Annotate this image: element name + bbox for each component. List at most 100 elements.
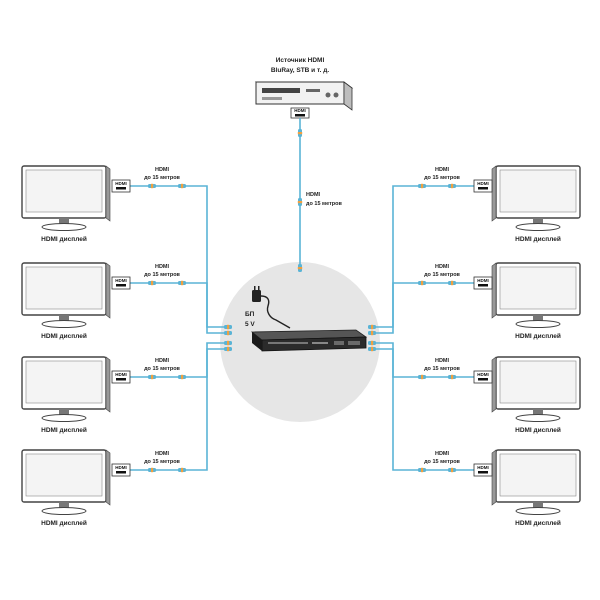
monitor-icon	[21, 356, 111, 422]
display-cable-connector-hub	[368, 324, 376, 330]
display-label: HDMI дисплей	[41, 332, 87, 340]
monitor-icon	[21, 165, 111, 231]
display-label: HDMI дисплей	[41, 426, 87, 434]
display-cable-connector	[448, 374, 456, 380]
display-cable-connector-hub	[224, 346, 232, 352]
display-cable-connector	[448, 280, 456, 286]
source-cable-connector	[297, 129, 303, 137]
display-cable-connector	[148, 374, 156, 380]
hdmi-display-left-3: HDMI дисплей HDMI HDMI до 15 метров	[21, 356, 181, 434]
hdmi-display-left-2: HDMI дисплей HDMI HDMI до 15 метров	[21, 262, 181, 340]
source-cable-label-line2: до 15 метров	[306, 201, 342, 207]
display-hdmi-port: HDMI	[111, 370, 131, 384]
svg-text:HDMI: HDMI	[115, 465, 127, 470]
power-label-line2: 5 V	[245, 321, 255, 328]
svg-text:HDMI: HDMI	[477, 278, 489, 283]
display-cable-connector-mid	[178, 280, 186, 286]
monitor-icon	[491, 165, 581, 231]
source-cable-connector-mid	[297, 198, 303, 206]
display-cable-right-4	[368, 348, 474, 471]
blu-ray-player-icon	[254, 81, 354, 111]
display-cable-label-line1: HDMI	[435, 451, 450, 457]
display-label: HDMI дисплей	[515, 332, 561, 340]
display-cable-label-line2: до 15 метров	[144, 272, 180, 278]
monitor-icon	[491, 449, 581, 515]
source-cable-connector-end	[297, 264, 303, 272]
display-label: HDMI дисплей	[515, 235, 561, 243]
display-hdmi-port: HDMI	[473, 276, 493, 290]
monitor-icon	[491, 262, 581, 328]
source-label-line2: BluRay, STB и т. д.	[271, 67, 329, 74]
power-label-line1: БП	[245, 311, 255, 318]
display-cable-label-line2: до 15 метров	[144, 175, 180, 181]
svg-text:HDMI: HDMI	[115, 278, 127, 283]
svg-text:HDMI: HDMI	[294, 108, 306, 113]
display-hdmi-port: HDMI	[473, 370, 493, 384]
cables	[130, 118, 474, 473]
display-cable-left-2	[130, 282, 232, 334]
display-cable-label-line1: HDMI	[435, 167, 450, 173]
power-adapter-icon	[252, 286, 291, 329]
hdmi-display-right-4: HDMI дисплей HDMI HDMI до 15 метров	[424, 449, 581, 527]
monitor-icon	[21, 262, 111, 328]
display-cable-connector-mid	[418, 280, 426, 286]
display-cable-label-line1: HDMI	[435, 264, 450, 270]
display-cable-connector-hub	[224, 324, 232, 330]
monitor-icon	[491, 356, 581, 422]
display-cable-connector-mid	[418, 374, 426, 380]
display-hdmi-port: HDMI	[473, 463, 493, 477]
display-cable-right-1	[368, 185, 474, 328]
hdmi-display-left-4: HDMI дисплей HDMI HDMI до 15 метров	[21, 449, 181, 527]
display-cable-connector-hub	[368, 346, 376, 352]
display-cable-left-1	[130, 185, 232, 328]
hdmi-display-right-1: HDMI дисплей HDMI HDMI до 15 метров	[424, 165, 581, 243]
svg-text:HDMI: HDMI	[477, 372, 489, 377]
svg-text:HDMI: HDMI	[477, 181, 489, 186]
display-cable-connector-hub	[224, 340, 232, 346]
display-cable-label-line1: HDMI	[435, 358, 450, 364]
display-hdmi-port: HDMI	[111, 463, 131, 477]
display-cable-label-line1: HDMI	[155, 451, 170, 457]
display-cable-connector-hub	[368, 330, 376, 336]
display-cable-connector	[148, 280, 156, 286]
display-cable-connector-mid	[178, 467, 186, 473]
hdmi-splitter-icon	[250, 329, 368, 352]
display-cable-connector-mid	[178, 183, 186, 189]
display-hdmi-port: HDMI	[111, 276, 131, 290]
display-cable-connector	[448, 467, 456, 473]
source-device: Источник HDMI BluRay, STB и т. д. HDMI H…	[254, 57, 354, 207]
hdmi-display-left-1: HDMI дисплей HDMI HDMI до 15 метров	[21, 165, 181, 243]
display-label: HDMI дисплей	[41, 235, 87, 243]
display-cable-label-line2: до 15 метров	[144, 366, 180, 372]
display-cable-label-line1: HDMI	[155, 167, 170, 173]
display-cable-label-line1: HDMI	[155, 358, 170, 364]
display-cable-label-line2: до 15 метров	[424, 175, 460, 181]
power-adapter: БП 5 V	[245, 286, 291, 329]
display-cable-label-line2: до 15 метров	[424, 366, 460, 372]
display-cable-connector-mid	[418, 467, 426, 473]
display-cable-connector-hub	[224, 330, 232, 336]
display-label: HDMI дисплей	[41, 519, 87, 527]
display-cable-connector	[148, 467, 156, 473]
source-hdmi-port: HDMI	[290, 107, 310, 119]
display-cable-connector	[448, 183, 456, 189]
display-cable-connector-mid	[178, 374, 186, 380]
source-label-line1: Источник HDMI	[276, 57, 325, 64]
svg-text:HDMI: HDMI	[477, 465, 489, 470]
svg-text:HDMI: HDMI	[115, 181, 127, 186]
hdmi-display-right-2: HDMI дисплей HDMI HDMI до 15 метров	[424, 262, 581, 340]
display-cable-connector-mid	[418, 183, 426, 189]
display-cable-label-line1: HDMI	[155, 264, 170, 270]
display-cable-connector-hub	[368, 340, 376, 346]
display-cable-right-2	[368, 282, 474, 334]
display-cable-left-4	[130, 348, 232, 471]
display-label: HDMI дисплей	[515, 519, 561, 527]
display-cable-label-line2: до 15 метров	[424, 459, 460, 465]
display-cable-label-line2: до 15 метров	[144, 459, 180, 465]
display-hdmi-port: HDMI	[111, 179, 131, 193]
display-cable-label-line2: до 15 метров	[424, 272, 460, 278]
